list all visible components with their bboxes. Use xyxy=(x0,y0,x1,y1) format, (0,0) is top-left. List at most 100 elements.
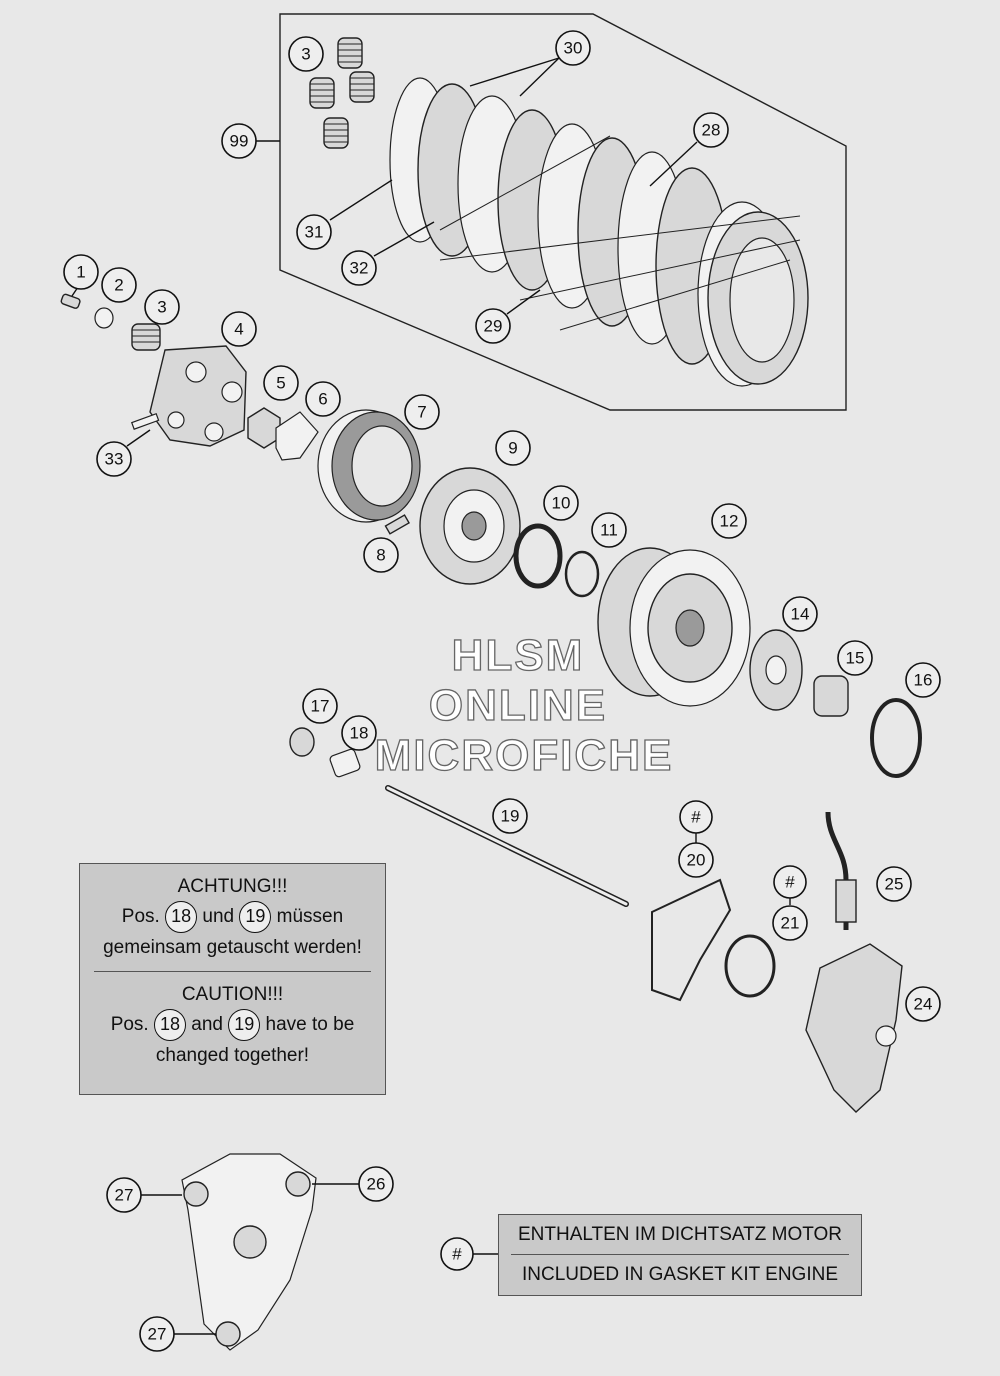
svg-text:15: 15 xyxy=(846,649,865,668)
svg-text:29: 29 xyxy=(484,317,503,336)
svg-text:5: 5 xyxy=(276,374,285,393)
achtung-line-1: Pos. 18 und 19 müssen xyxy=(80,901,385,934)
callout-markers: 3 99 30 28 31 32 29 1 2 3 4 5 6 7 33 8 9… xyxy=(63,30,941,1352)
callout-14: 14 xyxy=(782,596,818,632)
caution-note: ACHTUNG!!! Pos. 18 und 19 müssen gemeins… xyxy=(79,863,386,1095)
callout-26: 26 xyxy=(358,1166,394,1202)
svg-text:33: 33 xyxy=(105,450,124,469)
svg-text:27: 27 xyxy=(148,1325,167,1344)
achtung-heading: ACHTUNG!!! xyxy=(177,876,288,897)
svg-text:21: 21 xyxy=(781,914,800,933)
svg-text:12: 12 xyxy=(720,512,739,531)
svg-text:14: 14 xyxy=(791,605,810,624)
ref-19-en: 19 xyxy=(228,1009,261,1042)
callout-hash-kit: # xyxy=(440,1237,474,1271)
callout-8: 8 xyxy=(363,537,399,573)
kit-divider xyxy=(511,1254,849,1255)
callout-3-kit: 3 xyxy=(288,36,324,72)
svg-text:#: # xyxy=(691,808,701,827)
callout-12: 12 xyxy=(711,503,747,539)
clutch-kit-outline xyxy=(279,13,847,411)
callout-2: 2 xyxy=(101,267,137,303)
caution-line-1: Pos. 18 and 19 have to be xyxy=(80,1009,385,1042)
callout-20: 20 xyxy=(678,842,714,878)
caution-heading: CAUTION!!! xyxy=(181,983,284,1005)
watermark-line-2: ONLINE xyxy=(429,681,607,730)
svg-text:32: 32 xyxy=(350,259,369,278)
slave-cylinder-part xyxy=(805,943,903,1113)
callout-4: 4 xyxy=(221,311,257,347)
svg-text:16: 16 xyxy=(914,671,933,690)
washer-part xyxy=(94,307,114,329)
svg-text:28: 28 xyxy=(702,121,721,140)
pin-part xyxy=(130,412,160,430)
svg-text:25: 25 xyxy=(885,875,904,894)
callout-30: 30 xyxy=(555,30,591,66)
callout-27-bottom: 27 xyxy=(139,1316,175,1352)
kit-bracket-lines xyxy=(439,135,801,331)
gasket-part xyxy=(651,878,732,1002)
gear-part xyxy=(749,629,803,711)
callout-21: 21 xyxy=(772,905,808,941)
svg-text:99: 99 xyxy=(230,132,249,151)
ref-18-en: 18 xyxy=(154,1009,186,1042)
svg-text:2: 2 xyxy=(114,276,123,295)
o-ring-part xyxy=(724,934,776,998)
callout-28: 28 xyxy=(693,112,729,148)
ref-19-de: 19 xyxy=(239,901,272,934)
svg-text:17: 17 xyxy=(311,697,330,716)
callout-7: 7 xyxy=(404,394,440,430)
gasket-kit-en: INCLUDED IN GASKET KIT ENGINE xyxy=(521,1264,839,1285)
thrust-washer-part xyxy=(870,698,922,778)
svg-text:7: 7 xyxy=(417,403,426,422)
clutch-basket-part xyxy=(597,547,751,707)
callout-16: 16 xyxy=(905,662,941,698)
svg-text:10: 10 xyxy=(552,494,571,513)
callout-6: 6 xyxy=(305,381,341,417)
callout-10: 10 xyxy=(543,485,579,521)
inner-hub-part xyxy=(419,467,521,585)
svg-text:18: 18 xyxy=(350,724,369,743)
caution-line-2: changed together! xyxy=(155,1045,310,1067)
callout-25: 25 xyxy=(876,866,912,902)
svg-text:8: 8 xyxy=(376,546,385,565)
callout-99: 99 xyxy=(221,123,257,159)
svg-text:#: # xyxy=(785,873,795,892)
svg-text:19: 19 xyxy=(501,807,520,826)
callout-3: 3 xyxy=(144,289,180,325)
gasket-kit-note: ENTHALTEN IM DICHTSATZ MOTOR INCLUDED IN… xyxy=(498,1214,862,1296)
gasket-kit-de: ENTHALTEN IM DICHTSATZ MOTOR xyxy=(517,1224,843,1245)
callout-9: 9 xyxy=(495,430,531,466)
screw-part xyxy=(60,293,81,309)
watermark-line-1: HLSM xyxy=(452,631,585,680)
callout-33: 33 xyxy=(96,441,132,477)
seal-part xyxy=(289,727,315,757)
callout-29: 29 xyxy=(475,308,511,344)
note-divider xyxy=(94,970,371,972)
ref-18-de: 18 xyxy=(165,901,198,934)
svg-text:31: 31 xyxy=(305,223,324,242)
clutch-hub-part xyxy=(317,409,421,523)
svg-text:20: 20 xyxy=(687,851,706,870)
svg-text:27: 27 xyxy=(115,1186,134,1205)
svg-text:3: 3 xyxy=(301,45,310,64)
callout-11: 11 xyxy=(591,512,627,548)
clutch-disc-stack xyxy=(389,77,809,387)
callout-32: 32 xyxy=(341,250,377,286)
watermark-line-3: MICROFICHE xyxy=(375,731,674,780)
bushing-part xyxy=(329,748,361,778)
needle-bearing-part xyxy=(813,675,849,717)
svg-text:3: 3 xyxy=(157,298,166,317)
svg-text:26: 26 xyxy=(367,1175,386,1194)
callout-1: 1 xyxy=(63,254,99,290)
callout-15: 15 xyxy=(837,640,873,676)
svg-text:11: 11 xyxy=(600,521,618,540)
callout-hash-20: # xyxy=(679,800,713,834)
callout-hash-21: # xyxy=(773,865,807,899)
svg-text:#: # xyxy=(452,1245,462,1264)
callout-24: 24 xyxy=(905,986,941,1022)
callout-18: 18 xyxy=(341,715,377,751)
svg-text:4: 4 xyxy=(234,320,243,339)
